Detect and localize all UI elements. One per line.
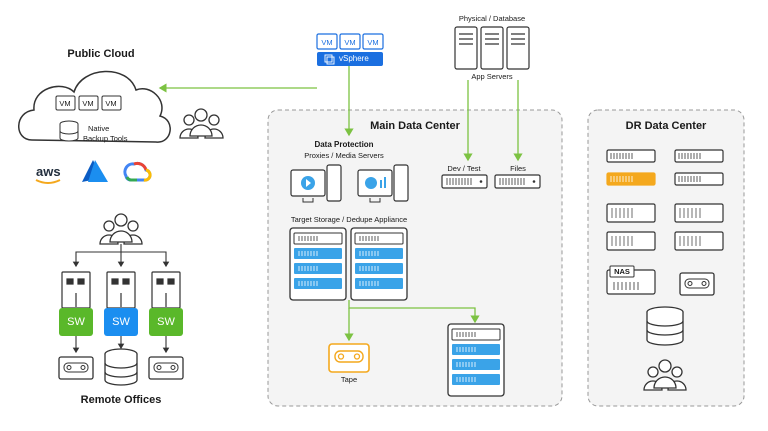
dedupe-appliance-rack-right: [350, 227, 408, 301]
dr-users-icon: [643, 359, 687, 391]
remote-database-icon: [104, 348, 138, 386]
remote-users-icon: [99, 213, 143, 245]
vsphere-bar: [317, 52, 383, 66]
dr-data-center-title: DR Data Center: [625, 120, 707, 132]
azure-logo: [82, 160, 108, 182]
nas-device-icon: [606, 265, 656, 295]
native-backup-database-icon: [59, 120, 79, 142]
main-data-center-title: Main Data Center: [370, 120, 460, 132]
switch-label-3: SW: [157, 316, 175, 328]
nas-label: NAS: [614, 267, 630, 276]
cloud-vm-icons: [55, 95, 122, 111]
vsphere-vm-icons: [316, 33, 384, 50]
remote-offices-title: Remote Offices: [80, 394, 162, 406]
tape-cartridge-icon: [328, 343, 370, 373]
switch-label-2: SW: [112, 316, 130, 328]
dev-test-label: Dev / Test: [447, 164, 481, 173]
svg-text:aws: aws: [36, 164, 61, 179]
vsphere-icon: [324, 54, 335, 65]
dev-test-server-icon: [441, 174, 488, 189]
secondary-storage-rack: [447, 323, 505, 397]
remote-tape-right-icon: [148, 356, 184, 380]
app-servers-label: App Servers: [471, 72, 513, 81]
cloud-vm-label-1: VM: [59, 99, 71, 108]
dr-server-units: [606, 149, 724, 186]
backup-tools-label: Backup Tools: [83, 134, 128, 143]
remote-tape-left-icon: [58, 356, 94, 380]
media-server-workstation-icon: [290, 164, 342, 203]
data-protection-title: Data Protection: [314, 140, 374, 149]
switch-label-1: SW: [67, 316, 85, 328]
native-label: Native: [88, 124, 110, 133]
files-server-icon: [494, 174, 541, 189]
dr-storage-arrays: [606, 203, 724, 251]
vsphere-vm-label-3: VM: [367, 38, 379, 47]
cloud-vm-label-2: VM: [82, 99, 94, 108]
google-cloud-logo: [123, 161, 152, 182]
dr-database-icon: [646, 306, 684, 346]
switch-boxes: [59, 308, 183, 336]
physical-database-title: Physical / Database: [458, 14, 526, 23]
remote-office-links: [72, 244, 170, 354]
aws-logo: aws: [35, 164, 61, 184]
dedupe-appliance-rack-left: [289, 227, 347, 301]
files-label: Files: [510, 164, 526, 173]
tape-label: Tape: [340, 375, 358, 384]
cloud-vm-label-3: VM: [105, 99, 117, 108]
office-buildings: [61, 271, 181, 309]
public-cloud-title: Public Cloud: [67, 48, 135, 60]
data-flow-arrows: [158, 66, 523, 342]
dr-tape-cartridge-icon: [679, 272, 715, 296]
users-icon: [179, 108, 224, 139]
app-server-icons: [454, 26, 530, 70]
target-storage-label: Target Storage / Dedupe Appliance: [290, 215, 408, 224]
proxy-server-workstation-icon: [357, 164, 409, 203]
data-protection-subtitle: Proxies / Media Servers: [304, 151, 384, 160]
vsphere-vm-label-2: VM: [344, 38, 356, 47]
vsphere-vm-label-1: VM: [321, 38, 333, 47]
vsphere-label: vSphere: [339, 54, 369, 63]
